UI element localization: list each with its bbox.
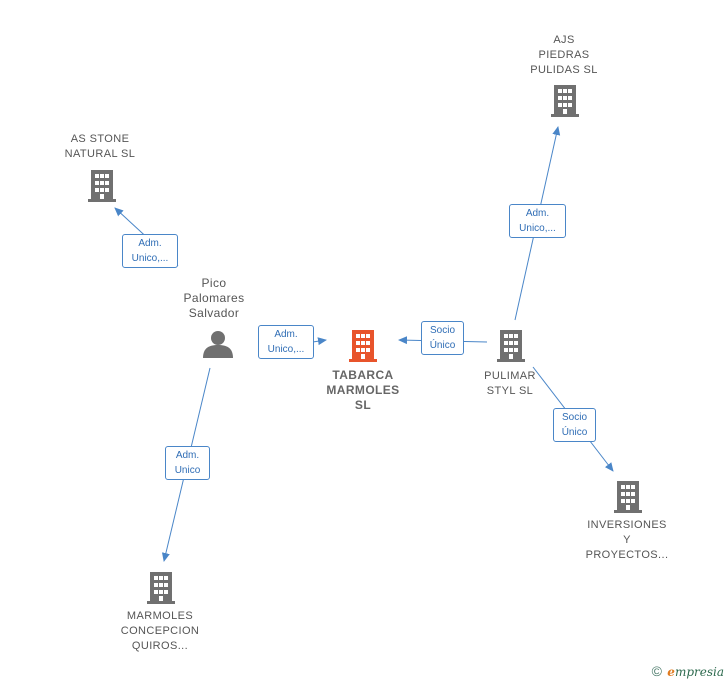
edge-label-pulimar-inversiones[interactable]: Socio Único: [553, 408, 596, 442]
footer-brand: © empresia: [652, 663, 724, 679]
building-icon-main[interactable]: [349, 330, 377, 362]
node-label-ajs[interactable]: AJS PIEDRAS PULIDAS SL: [530, 34, 598, 76]
building-icon-inversiones[interactable]: [614, 481, 642, 513]
edge-label-pulimar-main[interactable]: Socio Único: [421, 321, 464, 355]
node-label-inversiones[interactable]: INVERSIONES Y PROYECTOS...: [585, 519, 669, 561]
node-label-main[interactable]: TABARCA MARMOLES SL: [326, 368, 400, 412]
building-icon-ajs[interactable]: [551, 85, 579, 117]
building-icon-pulimar[interactable]: [497, 330, 525, 362]
edge-label-person-as-stone[interactable]: Adm. Unico,...: [122, 234, 178, 268]
node-label-pulimar[interactable]: PULIMAR STYL SL: [484, 370, 536, 397]
building-icon-marmoles[interactable]: [147, 572, 175, 604]
node-label-marmoles[interactable]: MARMOLES CONCEPCION QUIROS...: [120, 610, 200, 652]
edge-label-pulimar-ajs[interactable]: Adm. Unico,...: [509, 204, 566, 238]
copyright-icon: ©: [651, 663, 662, 679]
edge-label-person-marmoles[interactable]: Adm. Unico: [165, 446, 210, 480]
node-label-as-stone[interactable]: AS STONE NATURAL SL: [64, 133, 136, 160]
edge-label-person-main[interactable]: Adm. Unico,...: [258, 325, 314, 359]
brand-logo: empresia: [667, 665, 724, 679]
node-label-person[interactable]: Pico Palomares Salvador: [183, 276, 245, 320]
person-icon[interactable]: [203, 331, 233, 358]
building-icon-as-stone[interactable]: [88, 170, 116, 202]
